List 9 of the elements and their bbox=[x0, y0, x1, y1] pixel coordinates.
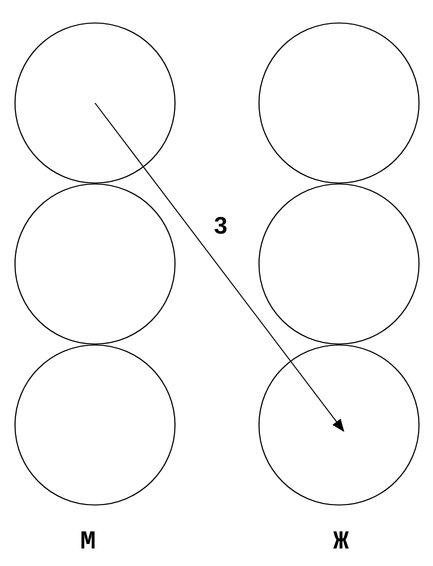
column-label: М bbox=[81, 531, 95, 549]
column-label: Ж bbox=[333, 531, 349, 549]
edge-label: 3 bbox=[214, 216, 227, 234]
circle bbox=[258, 344, 420, 506]
circle bbox=[258, 22, 420, 184]
circle bbox=[258, 183, 420, 345]
circle bbox=[14, 344, 176, 506]
circle bbox=[14, 22, 176, 184]
circle bbox=[14, 183, 176, 345]
